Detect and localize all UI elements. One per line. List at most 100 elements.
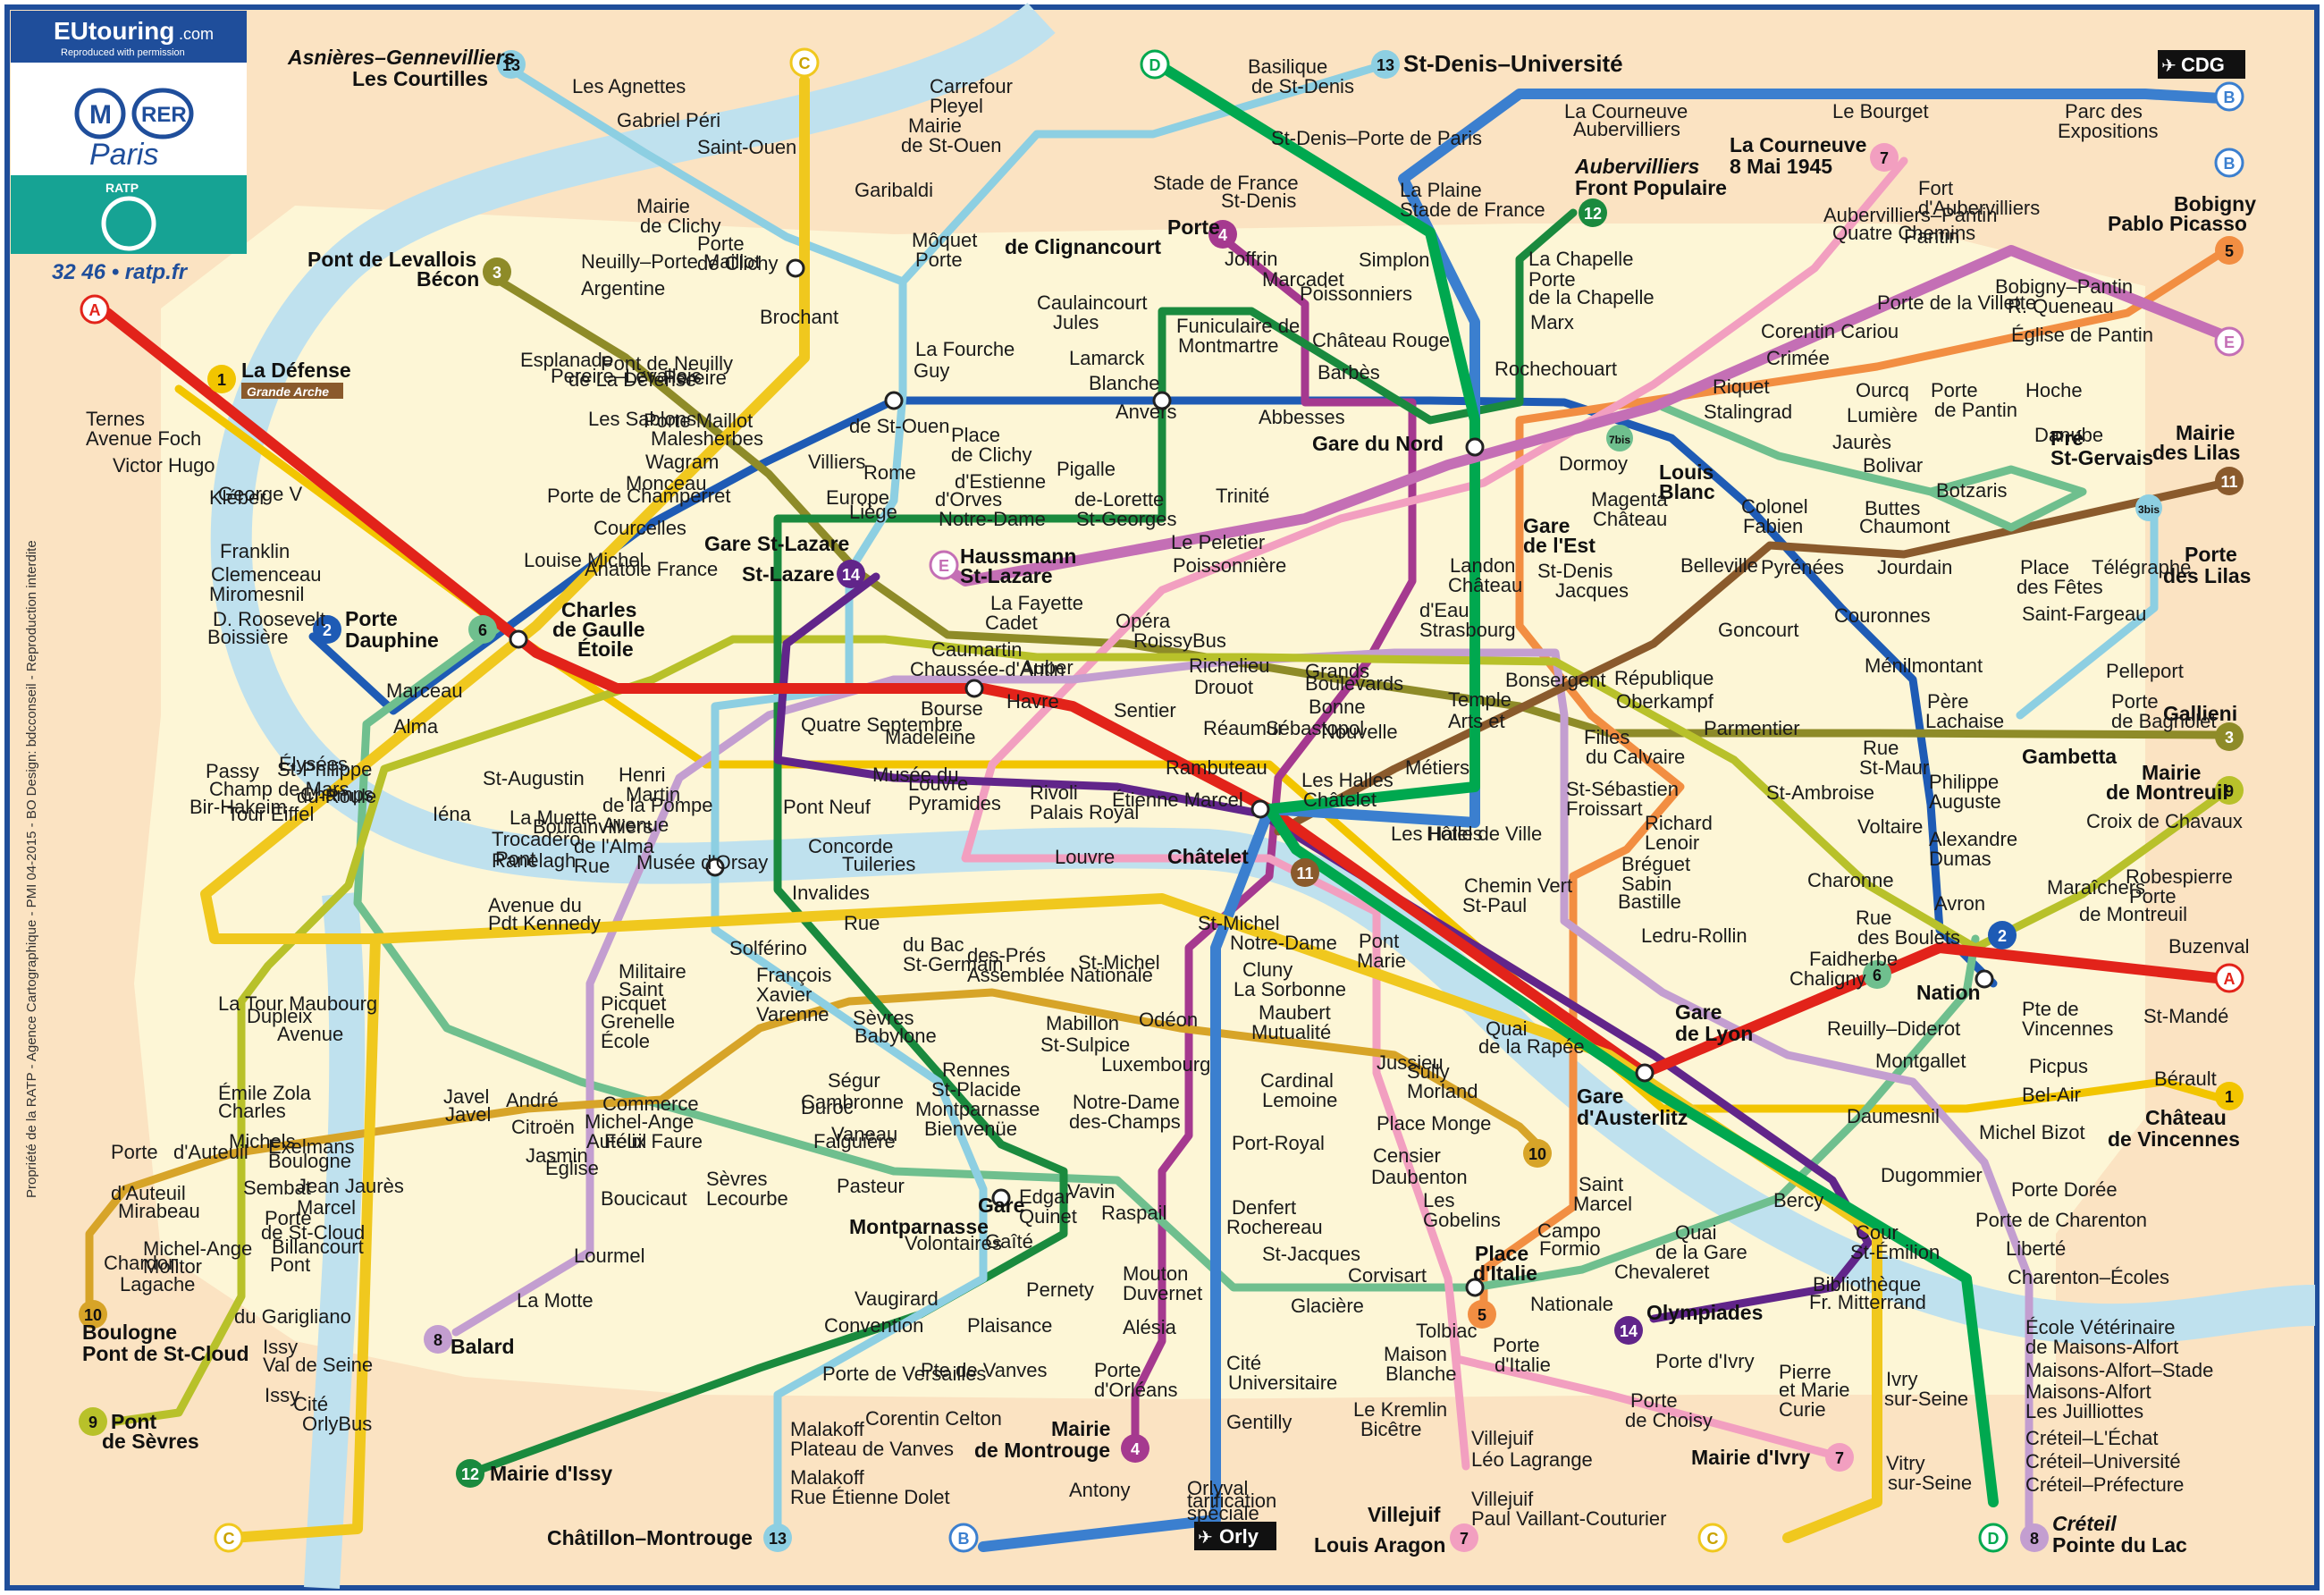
station-label: Lenoir [1645, 831, 1699, 854]
station-label: St-Placide [931, 1078, 1021, 1101]
station-label: Marcel [1573, 1193, 1632, 1215]
station-label: Alexandre [1929, 828, 2017, 850]
station-label: St-Paul [1462, 894, 1527, 916]
svg-text:Gare: Gare [1523, 514, 1570, 537]
svg-text:10: 10 [1528, 1145, 1546, 1163]
station-label: Chaumont [1859, 515, 1950, 537]
station-label: St-Augustin [483, 767, 585, 789]
svg-text:11: 11 [1296, 865, 1313, 882]
svg-text:Asnières–Gennevilliers: Asnières–Gennevilliers [287, 46, 515, 69]
svg-text:8: 8 [2030, 1530, 2039, 1548]
station-label: Lamarck [1069, 347, 1145, 369]
svg-text:B: B [958, 1530, 970, 1548]
station-label: Corentin Celton [865, 1407, 1002, 1430]
station-label: de Bagnolet [2111, 710, 2216, 732]
svg-text:des Lilas: des Lilas [2163, 564, 2251, 587]
station-label: Xavier [756, 983, 812, 1006]
station-label: Pont Neuf [783, 796, 872, 818]
station-label: d'Italie [1495, 1354, 1551, 1376]
station-label: Cité [1226, 1352, 1261, 1374]
badge-rer-a-west: A [80, 294, 110, 325]
airport-cdg: CDG✈ [2158, 50, 2245, 79]
station-label: Daubenton [1371, 1166, 1468, 1188]
svg-text:de Clignancourt: de Clignancourt [1005, 235, 1161, 258]
station-label: Saint [1579, 1173, 1623, 1195]
station-label: Jaurès [1832, 431, 1891, 453]
badge-line-9-west: 9 [79, 1407, 107, 1436]
station-label: St-Denis–Porte de Paris [1271, 127, 1482, 149]
svg-text:Haussmann: Haussmann [960, 544, 1076, 568]
station-label: Place Monge [1377, 1112, 1491, 1135]
station-label: Villejuif [1471, 1488, 1534, 1510]
badge-line-3-east: 3 [2215, 722, 2244, 751]
svg-text:d'Italie: d'Italie [1473, 1262, 1537, 1285]
svg-text:7: 7 [1460, 1530, 1469, 1548]
svg-text:Les Courtilles: Les Courtilles [352, 67, 488, 90]
station-label: Auguste [1929, 790, 2001, 813]
station-label: sur-Seine [1888, 1472, 1972, 1494]
station-label: Blanche [1385, 1363, 1457, 1385]
station-label: Poissonniers [1300, 283, 1412, 305]
station-label: École [601, 1030, 650, 1052]
station-label: Sabin [1621, 873, 1671, 895]
station-label: Boulogne [268, 1150, 351, 1172]
station-label: Aubervilliers [1573, 118, 1680, 140]
station-label: Pierre [1779, 1361, 1831, 1383]
station-label: Pdt Kennedy [488, 912, 601, 934]
badge-line-10-west: 10 [79, 1300, 107, 1329]
station-label: Léo Lagrange [1471, 1448, 1593, 1471]
svg-text:Pont de Levallois: Pont de Levallois [307, 248, 476, 271]
badge-line-5-south: 5 [1468, 1300, 1496, 1329]
badge-line-11-east: 11 [2215, 467, 2244, 495]
svg-text:6: 6 [478, 621, 487, 639]
station-label: Sully [1407, 1060, 1450, 1083]
station-label: Froissart [1566, 798, 1643, 820]
svg-text:E: E [2224, 333, 2235, 351]
station-label: de St-Ouen [901, 134, 1002, 156]
station-label: St-Philippe [277, 758, 372, 781]
station-label: Temple [1448, 688, 1511, 711]
station-label: Basilique [1248, 55, 1327, 78]
station-label: Grands [1305, 660, 1369, 682]
station-label: Saint-Fargeau [2022, 603, 2146, 625]
badge-rer-c-top: C [789, 47, 820, 78]
station-label: Denfert [1232, 1196, 1296, 1219]
station-label: Bonsergent [1505, 669, 1606, 691]
station-label: Charenton–Écoles [2008, 1266, 2169, 1288]
svg-text:Gare St-Lazare: Gare St-Lazare [704, 532, 849, 555]
station-label: Avron [1934, 892, 1985, 915]
brand-permission: Reproduced with permission [61, 47, 185, 58]
station-label: Tuileries [842, 853, 915, 875]
station-label: Molitor [143, 1255, 202, 1278]
station-label: Marcel [297, 1196, 356, 1219]
station-label: Villejuif [1471, 1427, 1534, 1449]
svg-text:St-Denis–Université: St-Denis–Université [1403, 50, 1623, 77]
station-label: Chevaleret [1614, 1261, 1709, 1283]
station-label: Henri [619, 764, 666, 786]
station-label: Sébastopol [1266, 717, 1364, 739]
station-label: Bel-Air [2022, 1084, 2081, 1106]
station-label: Champ de Mars [209, 778, 349, 800]
station-label: St-Michel [1198, 912, 1280, 934]
station-label: Montparnasse [915, 1098, 1040, 1120]
badge-line-12-north: 12 [1579, 198, 1607, 227]
station-label: Commerce [602, 1093, 699, 1115]
station-label: Chaligny [1789, 967, 1866, 990]
station-label: des Fêtes [2017, 576, 2103, 598]
station-label: Hoche [2025, 379, 2083, 401]
station-label: Porte [2129, 885, 2177, 907]
station-label: La Chapelle [1528, 248, 1633, 270]
station-label: Porte Dorée [2011, 1178, 2118, 1201]
line-12 [460, 208, 1578, 1480]
svg-text:Créteil: Créteil [2052, 1512, 2117, 1535]
station-label: de la Rapée [1478, 1035, 1585, 1058]
station-label: Charonne [1807, 869, 1894, 891]
station-label: du Bac [903, 933, 964, 956]
station-label: de l'Alma [574, 835, 655, 857]
station-label: Pont [270, 1253, 310, 1276]
station-label: Musée du [872, 764, 959, 786]
station-label: Maubert [1259, 1001, 1331, 1024]
badge-line-7-villejuif: 7 [1450, 1523, 1478, 1552]
station-label: Dugommier [1881, 1164, 1983, 1186]
station-label: Maisons-Alfort–Stade [2025, 1359, 2213, 1381]
